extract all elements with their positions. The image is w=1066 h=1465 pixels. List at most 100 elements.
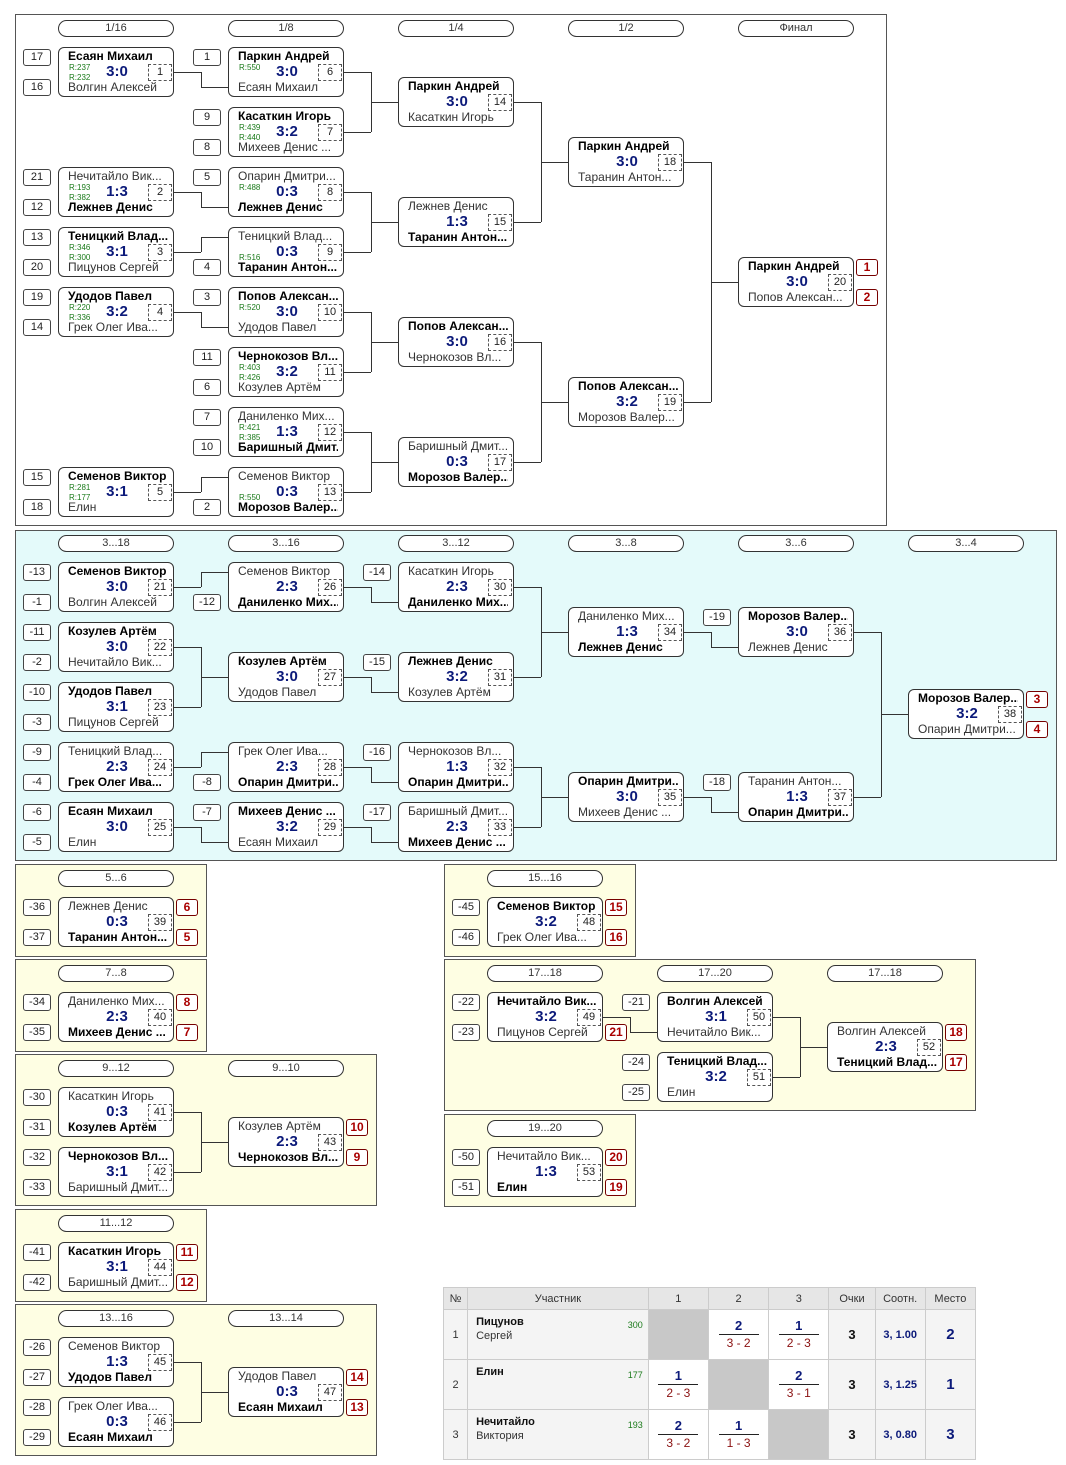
- seed-bottom: -51: [452, 1179, 480, 1196]
- player-bottom: Удодов Павел: [238, 686, 317, 699]
- match-score: 3:0: [446, 333, 468, 350]
- player-bottom: Елин: [497, 1181, 528, 1194]
- seed-top: -9: [23, 744, 51, 761]
- seed-top: -19: [703, 609, 731, 626]
- player-bottom: Лежнев Денис: [748, 641, 828, 654]
- player-bottom: Даниленко Мих...: [238, 596, 338, 609]
- cell-points: 3: [828, 1309, 876, 1360]
- cell-self: [707, 1359, 770, 1410]
- connector: [201, 87, 228, 88]
- connector: [514, 677, 541, 678]
- match-number: 30: [488, 579, 512, 596]
- connector: [201, 752, 228, 753]
- player-top: Касаткин Игорь: [68, 1245, 161, 1258]
- match-score: 3:0: [276, 63, 298, 80]
- player-top: Касаткин Игорь: [68, 1090, 154, 1103]
- connector: [344, 72, 371, 73]
- participant-name: Елин: [476, 1366, 504, 1378]
- round-label: 13...16: [58, 1310, 174, 1327]
- connector: [201, 327, 228, 328]
- connector: [344, 677, 371, 678]
- table-header: Участник: [467, 1287, 649, 1310]
- rating-bottom: R:550: [239, 493, 261, 502]
- connector: [371, 587, 372, 602]
- connector: [630, 1032, 657, 1033]
- match-number: 26: [318, 579, 342, 596]
- match-score: 3:2: [616, 393, 638, 410]
- match-number: 4: [148, 304, 172, 321]
- rating-bottom: R:300: [69, 253, 91, 262]
- player-top: Опарин Дмитри...: [238, 170, 336, 183]
- match-score: 3:0: [616, 153, 638, 170]
- player-bottom: Лежнев Денис: [238, 201, 323, 214]
- match-number: 5: [148, 484, 172, 501]
- match-score: 3:2: [276, 363, 298, 380]
- connector: [514, 827, 541, 828]
- connector: [201, 192, 202, 207]
- player-bottom: Козулев Артём: [408, 686, 491, 699]
- player-top: Семенов Виктор: [68, 565, 167, 578]
- connector: [541, 402, 568, 403]
- player-top: Опарин Дмитри...: [578, 775, 678, 788]
- connector: [174, 1172, 201, 1173]
- match-number: 35: [658, 789, 682, 806]
- connector: [371, 102, 398, 103]
- player-bottom: Лежнев Денис: [68, 201, 153, 214]
